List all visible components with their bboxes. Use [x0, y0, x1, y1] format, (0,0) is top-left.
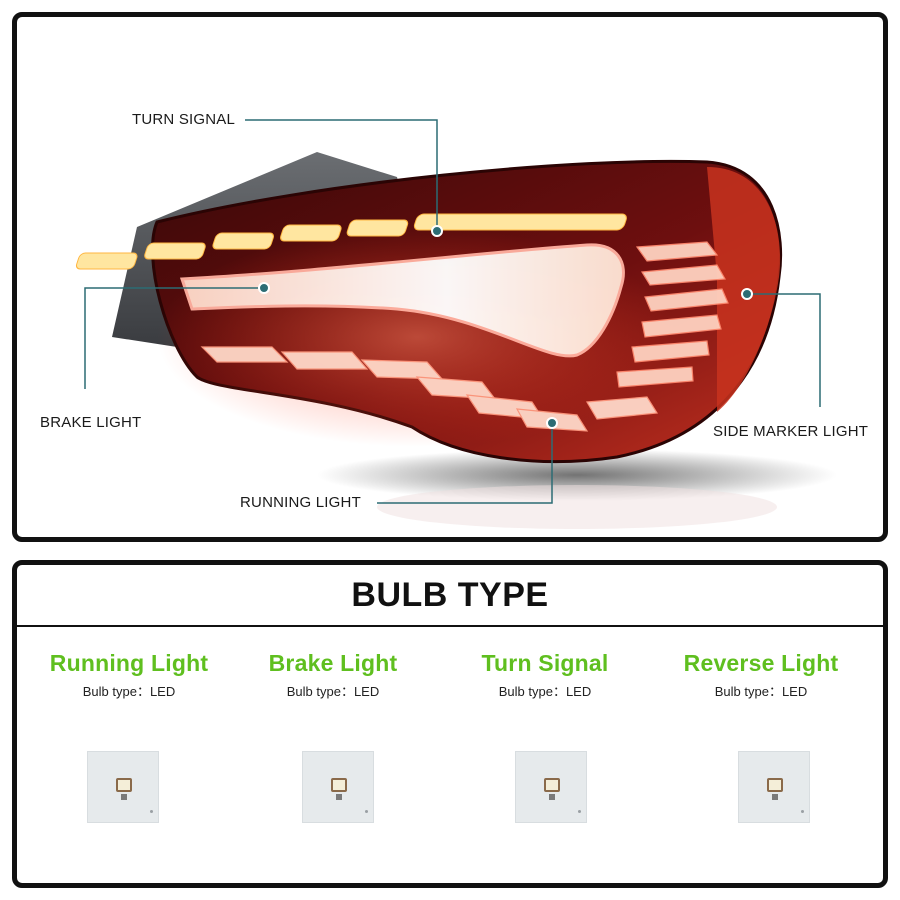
bulb-name: Running Light [49, 650, 209, 676]
led-icon [544, 778, 560, 792]
bulb-name: Brake Light [268, 650, 398, 676]
led-chip-image [87, 751, 159, 823]
bulb-name: Reverse Light [683, 650, 839, 676]
brake-light-label: BRAKE LIGHT [40, 414, 142, 431]
bulb-item-running-light: Running Light Bulb type：LED [21, 650, 237, 700]
bulb-type-text: Bulb type：LED [82, 684, 176, 699]
turn-signal-label: TURN SIGNAL [132, 111, 236, 128]
product-photo-panel: TURN SIGNAL BRAKE LIGHT SIDE MARKER LIGH… [12, 12, 888, 542]
bulb-name: Turn Signal [481, 650, 609, 676]
bulb-item-brake-light: Brake Light Bulb type：LED [225, 650, 441, 700]
side-marker-light-label: SIDE MARKER LIGHT [713, 423, 869, 440]
title-divider [17, 625, 883, 627]
bulb-type-panel: BULB TYPE Running Light Bulb type：LED Br… [12, 560, 888, 888]
bulb-type-text: Bulb type：LED [286, 684, 380, 699]
led-chip-image [302, 751, 374, 823]
bulb-item-reverse-light: Reverse Light Bulb type：LED [653, 650, 869, 700]
running-light-label: RUNNING LIGHT [240, 494, 361, 511]
led-chip-image [515, 751, 587, 823]
bulb-item-turn-signal: Turn Signal Bulb type：LED [437, 650, 653, 700]
led-icon [331, 778, 347, 792]
led-chip-image [738, 751, 810, 823]
bulb-type-text: Bulb type：LED [714, 684, 808, 699]
bulb-type-text: Bulb type：LED [498, 684, 592, 699]
section-title: BULB TYPE [351, 575, 549, 614]
tail-light-illustration [75, 119, 837, 529]
led-icon [116, 778, 132, 792]
led-icon [767, 778, 783, 792]
